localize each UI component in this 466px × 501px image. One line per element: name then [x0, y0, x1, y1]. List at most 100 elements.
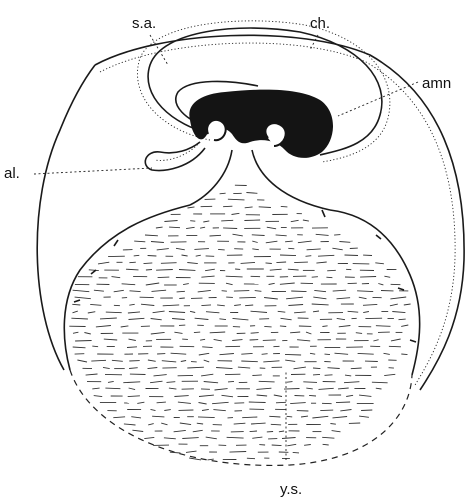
yolk-stroke: [249, 402, 266, 403]
yolk-stroke: [204, 382, 218, 383]
yolk-stroke: [313, 374, 320, 375]
yolk-stroke: [214, 339, 222, 341]
yolk-stroke: [152, 290, 167, 291]
yolk-stroke: [373, 340, 378, 341]
yolk-stroke: [266, 263, 272, 264]
label-ys: y.s.: [280, 481, 302, 498]
yolk-stroke: [318, 255, 334, 256]
yolk-stroke: [158, 277, 170, 278]
yolk-stroke: [199, 403, 207, 405]
yolk-stroke: [232, 340, 242, 341]
yolk-stroke: [171, 353, 187, 354]
yolk-stroke: [179, 270, 195, 271]
yolk-stroke: [363, 312, 369, 313]
yolk-stroke: [150, 381, 162, 383]
yolk-stroke: [384, 374, 395, 375]
yolk-stroke: [199, 353, 209, 355]
yolk-stroke: [114, 290, 124, 292]
yolk-stroke: [122, 284, 136, 285]
yolk-stroke: [157, 402, 166, 403]
yolk-stroke: [180, 423, 191, 425]
yolk-stroke: [92, 388, 99, 389]
yolk-stroke: [90, 304, 101, 305]
yolk-stroke: [227, 437, 244, 438]
yolk-stroke: [186, 451, 197, 452]
yolk-stroke: [360, 277, 376, 278]
yolk-stroke: [201, 276, 214, 277]
allantois-dotted: [155, 142, 200, 160]
yolk-stroke: [316, 262, 326, 263]
yolk-stroke: [257, 395, 268, 396]
yolk-stroke: [238, 367, 250, 368]
yolk-stroke: [359, 416, 369, 417]
yolk-stroke: [279, 431, 284, 432]
yolk-stroke: [129, 318, 145, 319]
yolk-stroke: [161, 423, 167, 425]
yolk-stroke: [285, 360, 295, 361]
yolk-stroke: [186, 227, 195, 228]
yolk-stroke: [276, 262, 286, 263]
yolk-stroke: [151, 242, 164, 243]
yolk-stroke: [188, 207, 195, 208]
yolk-stroke: [256, 388, 271, 389]
yolk-stroke: [222, 291, 227, 292]
yolk-stroke: [264, 326, 271, 327]
yolk-stroke: [88, 312, 96, 313]
yolk-stroke: [223, 228, 237, 229]
yolk-stroke: [314, 290, 326, 291]
yolk-stroke: [281, 206, 288, 207]
yolk-stroke: [187, 367, 204, 368]
yolk-stroke: [179, 298, 185, 299]
yolk-stroke: [351, 368, 362, 369]
yolk-stroke: [72, 304, 80, 305]
yolk-stroke: [252, 249, 258, 250]
yolk-stroke: [328, 368, 340, 369]
yolk-stroke: [301, 416, 308, 417]
yolk-stroke: [262, 354, 268, 355]
yolk-stroke: [219, 319, 226, 320]
yolk-stroke: [284, 389, 300, 390]
yolk-stroke: [244, 220, 260, 221]
yolk-stroke: [190, 221, 195, 222]
yolk-stroke: [98, 262, 109, 264]
yolk-stroke: [361, 410, 372, 411]
yolk-stroke: [332, 248, 342, 250]
yolk-stroke: [401, 325, 408, 326]
yolk-stroke: [252, 241, 257, 242]
yolk-stroke: [245, 305, 253, 306]
yolk-stroke: [144, 437, 154, 438]
yolk-stroke: [252, 437, 262, 438]
yolk-stroke: [208, 459, 214, 460]
yolk-stroke: [174, 430, 186, 431]
yolk-stroke: [75, 341, 92, 342]
yolk-stroke: [291, 220, 299, 221]
yolk-stroke: [144, 263, 153, 264]
yolk-stroke: [337, 298, 351, 299]
yolk-stroke: [164, 410, 171, 411]
yolk-stroke: [169, 312, 185, 313]
yolk-stroke: [323, 444, 329, 445]
yolk-stroke: [129, 368, 138, 369]
yolk-stroke: [239, 297, 256, 298]
yolk-stroke: [183, 284, 189, 285]
yolk-stroke: [217, 305, 225, 306]
yolk-stroke: [278, 311, 286, 312]
yolk-stroke: [246, 193, 257, 194]
yolk-stroke: [272, 445, 282, 446]
yolk-stroke: [164, 438, 176, 439]
yolk-stroke: [286, 297, 303, 299]
yolk-stroke: [345, 375, 351, 376]
yolk-stroke: [197, 423, 203, 424]
yolk-stroke: [297, 340, 310, 341]
yolk-stroke: [303, 382, 317, 383]
yolk-stroke: [174, 396, 188, 397]
yolk-stroke: [205, 269, 215, 271]
yolk-stroke: [304, 445, 311, 446]
yolk-stroke: [103, 367, 110, 368]
yolk-stroke: [245, 207, 253, 208]
yolk-stroke: [146, 283, 159, 285]
yolk-stroke: [263, 340, 276, 341]
yolk-stroke: [309, 395, 316, 396]
yolk-stroke: [212, 402, 229, 403]
yolk-stroke: [287, 416, 293, 417]
